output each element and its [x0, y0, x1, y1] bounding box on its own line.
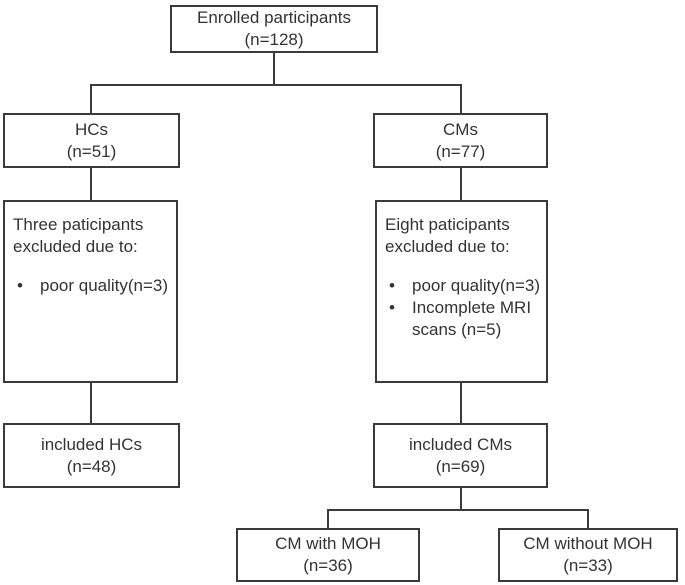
included-hcs-label: included HCs: [40, 434, 143, 454]
cms-label: CMs: [443, 119, 478, 139]
cms-excluded-title-line1: Eight paticipants: [385, 215, 510, 234]
hcs-count: (n=51): [66, 141, 117, 161]
connector-bottom-branch: [327, 509, 589, 511]
hcs-excluded-box: Three paticipants excluded due to: • poo…: [3, 200, 178, 383]
cms-excluded-bullet-list: • poor quality(n=3) • Incomplete MRI sca…: [385, 275, 542, 341]
list-item: • poor quality(n=3): [385, 275, 542, 297]
included-cms-label: included CMs: [409, 434, 512, 454]
enrolled-count: (n=128): [244, 30, 304, 49]
connector-drop-cms: [460, 84, 462, 113]
included-hcs-box: included HCs (n=48): [3, 423, 180, 488]
included-cms-count: (n=69): [435, 456, 486, 476]
connector-drop-hcs: [90, 84, 92, 113]
connector-hcs-to-excluded: [90, 168, 92, 200]
list-item: • poor quality(n=3): [13, 275, 172, 297]
connector-cms-to-excluded: [460, 168, 462, 200]
included-cms-box: included CMs (n=69): [373, 423, 548, 488]
connector-included-cms-stem: [460, 488, 462, 511]
cm-with-moh-count: (n=36): [303, 556, 353, 575]
hcs-label: HCs: [74, 119, 109, 139]
bullet-icon: •: [17, 276, 23, 295]
cms-excluded-title-line2: excluded due to:: [385, 237, 510, 256]
cms-excluded-box: Eight paticipants excluded due to: • poo…: [375, 200, 548, 383]
connector-enrolled-stem: [273, 53, 275, 86]
hcs-excluded-title-line2: excluded due to:: [13, 237, 138, 256]
cm-without-moh-label: CM without MOH: [523, 534, 653, 553]
connector-drop-cm-with-moh: [327, 509, 329, 528]
connector-top-branch: [90, 84, 462, 86]
cms-excluded-bullet-1: Incomplete MRI scans (n=5): [412, 298, 532, 339]
hcs-excluded-bullet-0: poor quality(n=3): [40, 276, 169, 295]
cms-count: (n=77): [435, 141, 486, 161]
connector-excluded-to-included-cms: [460, 383, 462, 423]
cm-with-moh-label: CM with MOH: [275, 534, 381, 553]
included-hcs-count: (n=48): [66, 456, 117, 476]
connector-drop-cm-without-moh: [587, 509, 589, 528]
cm-with-moh-box: CM with MOH (n=36): [236, 528, 420, 582]
cm-without-moh-box: CM without MOH (n=33): [498, 528, 678, 582]
cms-box: CMs (n=77): [373, 113, 548, 168]
bullet-icon: •: [389, 276, 395, 295]
connector-excluded-to-included-hcs: [90, 383, 92, 423]
enrolled-participants-box: Enrolled participants (n=128): [170, 5, 378, 53]
cms-excluded-bullet-0: poor quality(n=3): [412, 276, 541, 295]
enrolled-label: Enrolled participants: [196, 8, 352, 27]
hcs-excluded-bullet-list: • poor quality(n=3): [13, 275, 172, 297]
hcs-excluded-title-line1: Three paticipants: [13, 215, 144, 234]
list-item: • Incomplete MRI scans (n=5): [385, 297, 542, 341]
bullet-icon: •: [389, 298, 395, 317]
hcs-box: HCs (n=51): [3, 113, 180, 168]
cm-without-moh-count: (n=33): [563, 556, 613, 575]
